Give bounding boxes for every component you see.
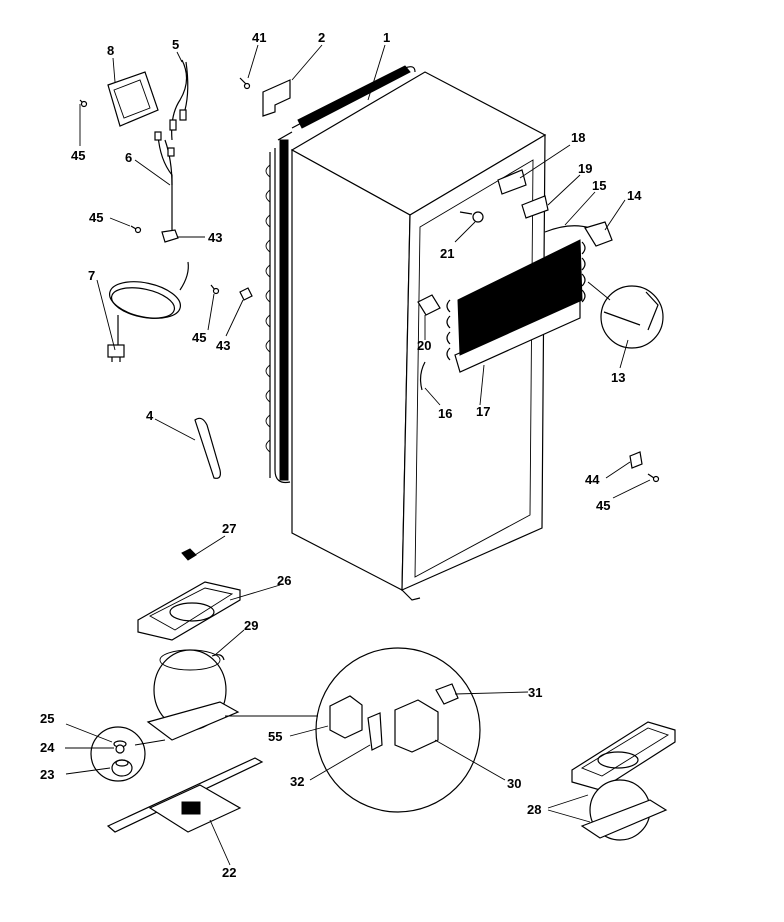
label-2: 2 bbox=[318, 30, 325, 45]
label-23: 23 bbox=[40, 767, 54, 782]
label-7: 7 bbox=[88, 268, 95, 283]
clamp-part-43-lower bbox=[239, 287, 253, 301]
label-43-upper: 43 bbox=[208, 230, 222, 245]
condenser-coil bbox=[265, 65, 416, 484]
drain-tube-part-4 bbox=[194, 417, 221, 479]
compressor-part-29 bbox=[134, 649, 240, 746]
screw-part-45-top bbox=[79, 99, 88, 108]
label-32: 32 bbox=[290, 774, 304, 789]
leader-lines bbox=[65, 44, 651, 866]
label-1: 1 bbox=[383, 30, 390, 45]
label-28: 28 bbox=[527, 802, 541, 817]
label-45-mid: 45 bbox=[89, 210, 103, 225]
label-45-top: 45 bbox=[71, 148, 85, 163]
label-45-right: 45 bbox=[596, 498, 610, 513]
overload-part-30 bbox=[394, 699, 439, 753]
screw-part-45-right bbox=[647, 473, 660, 483]
label-29: 29 bbox=[244, 618, 258, 633]
nut-part-27 bbox=[181, 548, 197, 561]
label-5: 5 bbox=[172, 37, 179, 52]
drain-pan-part-26 bbox=[137, 581, 241, 641]
screw-part-41 bbox=[239, 77, 251, 90]
screw-part-45-mid bbox=[130, 225, 142, 234]
clamp-part-43-upper bbox=[161, 229, 179, 243]
clip-part-32 bbox=[367, 712, 383, 751]
wiring-harness bbox=[154, 59, 189, 230]
bracket-part-14 bbox=[584, 221, 613, 247]
bracket-part-2 bbox=[262, 79, 291, 117]
evaporator-tube-ends bbox=[446, 241, 586, 361]
label-8: 8 bbox=[107, 43, 114, 58]
label-16: 16 bbox=[438, 406, 452, 421]
label-31: 31 bbox=[528, 685, 542, 700]
label-17: 17 bbox=[476, 404, 490, 419]
label-22: 22 bbox=[222, 865, 236, 880]
label-21: 21 bbox=[440, 246, 454, 261]
terminal-part-31 bbox=[435, 683, 459, 705]
coil-loops bbox=[265, 164, 271, 453]
clip-part-44 bbox=[629, 451, 643, 469]
compressor-assembly-part-28 bbox=[571, 721, 676, 841]
label-55: 55 bbox=[268, 729, 282, 744]
clip-part-21 bbox=[459, 211, 484, 223]
heater-part-8 bbox=[107, 71, 159, 127]
part-labels: 1 2 41 5 8 45 6 45 43 7 45 43 4 18 19 15… bbox=[40, 30, 642, 880]
power-cord-part-7 bbox=[107, 261, 189, 362]
relay-cover-part-55 bbox=[329, 695, 363, 739]
screw-part-45-center bbox=[210, 284, 220, 295]
label-41: 41 bbox=[252, 30, 266, 45]
label-26: 26 bbox=[277, 573, 291, 588]
grommet-assembly bbox=[90, 726, 146, 782]
label-18: 18 bbox=[571, 130, 585, 145]
sensor-detail-part-13 bbox=[587, 281, 664, 349]
electrical-detail-circle bbox=[225, 647, 481, 813]
label-45-center: 45 bbox=[192, 330, 206, 345]
label-4: 4 bbox=[146, 408, 154, 423]
label-27: 27 bbox=[222, 521, 236, 536]
label-20: 20 bbox=[417, 338, 431, 353]
label-43-lower: 43 bbox=[216, 338, 230, 353]
thermostat-part-20 bbox=[417, 294, 441, 316]
base-rail-part-22 bbox=[106, 757, 264, 833]
evaporator-coil-part-17 bbox=[446, 239, 586, 373]
label-25: 25 bbox=[40, 711, 54, 726]
bracket-part-19 bbox=[521, 195, 549, 219]
label-24: 24 bbox=[40, 740, 55, 755]
label-15: 15 bbox=[592, 178, 606, 193]
label-13: 13 bbox=[611, 370, 625, 385]
label-19: 19 bbox=[578, 161, 592, 176]
label-30: 30 bbox=[507, 776, 521, 791]
hinge-part-18 bbox=[497, 169, 527, 195]
label-44: 44 bbox=[585, 472, 600, 487]
label-6: 6 bbox=[125, 150, 132, 165]
heater-part-16 bbox=[419, 361, 426, 391]
label-14: 14 bbox=[627, 188, 642, 203]
